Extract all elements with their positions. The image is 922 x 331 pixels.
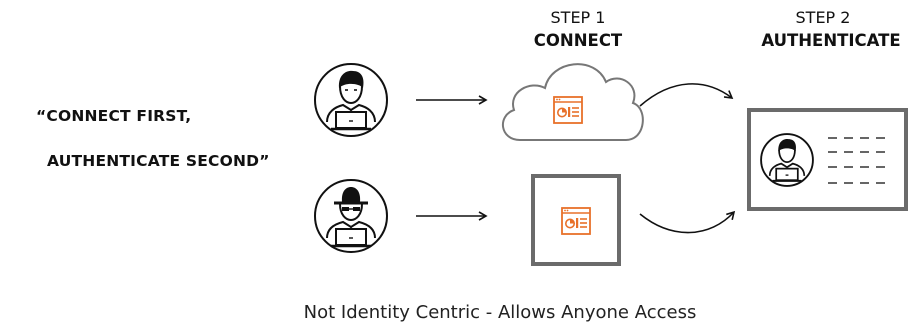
step-1-title: CONNECT bbox=[533, 31, 623, 50]
app-window-icon bbox=[553, 96, 583, 124]
hacker-icon bbox=[314, 179, 388, 253]
user-icon bbox=[314, 63, 388, 137]
quote-line-2: AUTHENTICATE SECOND” bbox=[47, 152, 270, 170]
cloud-icon bbox=[502, 63, 644, 141]
arrow-icon bbox=[639, 83, 734, 107]
user-icon bbox=[760, 133, 814, 187]
step-2-title: AUTHENTICATE bbox=[761, 31, 901, 50]
caption: Not Identity Centric - Allows Anyone Acc… bbox=[303, 302, 697, 323]
step-2-number: STEP 2 bbox=[795, 8, 851, 27]
app-window-icon bbox=[561, 207, 591, 235]
gateway-box bbox=[531, 174, 621, 266]
form-lines bbox=[828, 137, 890, 184]
step-1-number: STEP 1 bbox=[550, 8, 606, 27]
arrow-icon bbox=[639, 210, 736, 234]
quote-line-1: “CONNECT FIRST, bbox=[36, 107, 192, 125]
auth-panel-icon bbox=[747, 108, 908, 211]
